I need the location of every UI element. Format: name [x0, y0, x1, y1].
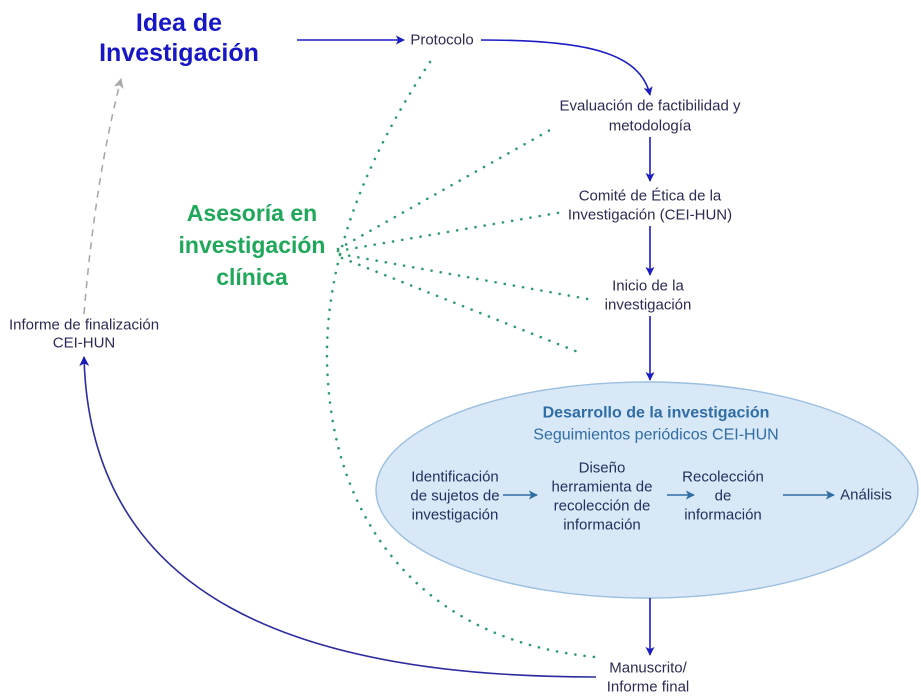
- idea-title-line: Idea de: [136, 9, 222, 37]
- desarrollo-subtitle: Seguimientos periódicos CEI-HUN: [533, 427, 778, 444]
- node-inicio-line: investigación: [605, 297, 692, 314]
- step-diseno-line: herramienta de: [552, 479, 653, 496]
- step-analisis-line: Análisis: [840, 487, 892, 504]
- step-recoleccion-line: de: [715, 488, 732, 505]
- node-evaluacion: Evaluación de factibilidad y metodología: [560, 98, 741, 135]
- node-protocolo-line: Protocolo: [410, 32, 473, 49]
- asesoria-label: Asesoría en investigación clínica: [179, 200, 326, 290]
- step-diseno-line: Diseño: [579, 460, 626, 477]
- desarrollo-ellipse-group: Desarrollo de la investigación Seguimien…: [375, 381, 919, 599]
- node-evaluacion-line: Evaluación de factibilidad y: [560, 98, 741, 115]
- node-manuscrito: Manuscrito/ Informe final: [607, 660, 690, 696]
- desarrollo-title: Desarrollo de la investigación: [543, 405, 770, 422]
- node-inicio: Inicio de la investigación: [605, 278, 692, 314]
- step-diseno-line: recolección de: [554, 498, 651, 515]
- node-comite: Comité de Ética de la Investigación (CEI…: [568, 188, 732, 224]
- node-informe-finalizacion-line: CEI-HUN: [53, 335, 116, 352]
- step-identificacion-line: de sujetos de: [410, 488, 499, 505]
- advisory-connectors: [325, 60, 597, 659]
- node-comite-line: Investigación (CEI-HUN): [568, 207, 732, 224]
- arrow-protocolo-to-evaluacion: [480, 39, 653, 96]
- dotted-ray-comite: [336, 210, 565, 253]
- dotted-ray-inicio: [338, 252, 595, 302]
- idea-investigacion-title: Idea de Investigación: [99, 9, 259, 67]
- asesoria-line: investigación: [179, 232, 326, 258]
- step-identificacion: Identificación de sujetos de investigaci…: [410, 469, 499, 524]
- node-manuscrito-line: Manuscrito/: [609, 660, 687, 677]
- idea-title-line: Investigación: [99, 39, 259, 67]
- desarrollo-ellipse: [375, 381, 919, 599]
- step-identificacion-line: Identificación: [411, 469, 499, 486]
- step-recoleccion-line: información: [684, 507, 762, 524]
- step-recoleccion-line: Recolección: [682, 469, 764, 486]
- dashed-arrow-informe-to-idea: [83, 78, 124, 315]
- step-diseno-line: información: [563, 517, 641, 534]
- node-inicio-line: Inicio de la: [612, 278, 684, 295]
- arrow-manuscrito-to-informe-finalizacion: [79, 356, 597, 678]
- step-recoleccion: Recolección de información: [682, 469, 764, 524]
- node-comite-line: Comité de Ética de la: [579, 188, 722, 205]
- asesoria-line: Asesoría en: [187, 200, 317, 226]
- asesoria-line: clínica: [216, 264, 288, 290]
- dotted-ray-evaluacion: [336, 128, 552, 251]
- dotted-ray-desarrollo: [340, 256, 580, 354]
- node-informe-finalizacion: Informe de finalización CEI-HUN: [9, 317, 159, 352]
- step-analisis: Análisis: [840, 487, 892, 504]
- node-manuscrito-line: Informe final: [607, 679, 690, 696]
- node-protocolo: Protocolo: [410, 32, 473, 49]
- node-informe-finalizacion-line: Informe de finalización: [9, 317, 159, 334]
- step-diseno: Diseño herramienta de recolección de inf…: [552, 460, 653, 534]
- step-identificacion-line: investigación: [412, 507, 499, 524]
- node-evaluacion-line: metodología: [609, 118, 692, 135]
